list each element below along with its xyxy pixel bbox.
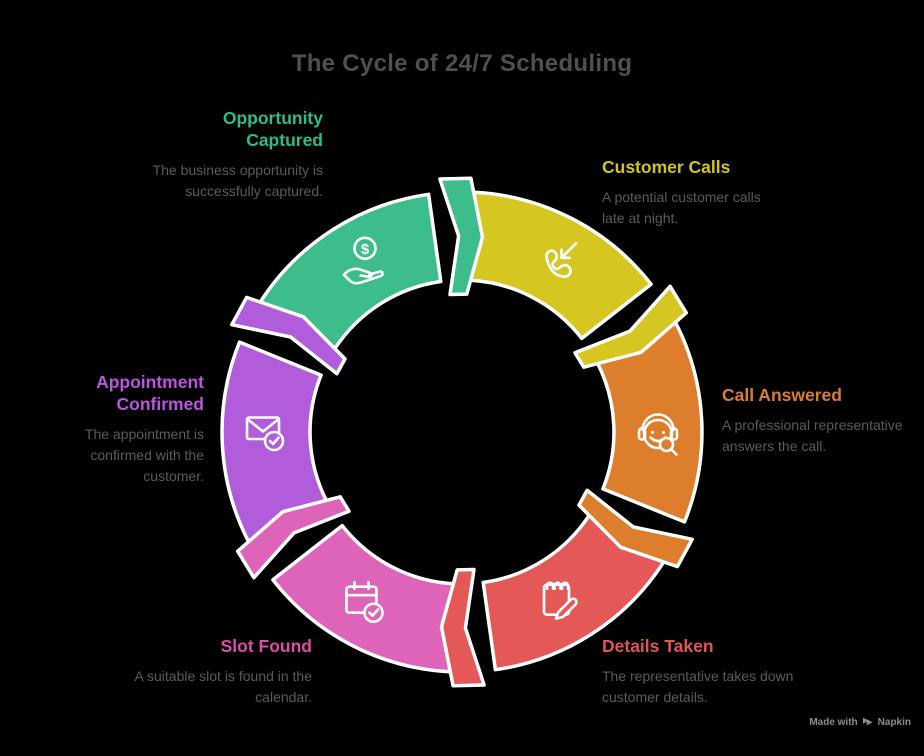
segment-title: Customer Calls — [602, 157, 731, 177]
watermark-brand: Napkin — [877, 716, 911, 728]
segment-description: A professional representative answers th… — [722, 417, 903, 455]
segment-description: The business opportunity is successfully… — [152, 162, 323, 200]
segment-arrow-appointment-confirmed — [230, 295, 347, 376]
segment-title: Appointment Confirmed — [96, 372, 204, 415]
napkin-logo-icon — [862, 717, 873, 726]
segment-arc-opportunity-captured — [258, 192, 443, 351]
segment-title: Call Answered — [722, 385, 842, 405]
segment-label-slot-found: Slot Found A suitable slot is found in t… — [107, 635, 312, 708]
segment-description: A suitable slot is found in the calendar… — [134, 668, 312, 706]
segment-label-opportunity-captured: Opportunity Captured The business opport… — [151, 107, 323, 202]
segment-label-details-taken: Details Taken The representative takes d… — [602, 635, 807, 708]
segment-arc-slot-found — [271, 523, 456, 674]
segment-label-call-answered: Call Answered A professional representat… — [722, 384, 904, 457]
segment-title: Opportunity Captured — [222, 108, 323, 151]
segment-title: Slot Found — [220, 636, 312, 656]
watermark-prefix: Made with — [809, 716, 858, 728]
segment-label-appointment-confirmed: Appointment Confirmed The appointment is… — [34, 371, 204, 487]
page-title: The Cycle of 24/7 Scheduling — [291, 50, 633, 77]
segment-arrow-call-answered — [577, 488, 694, 569]
made-with-napkin-watermark: Made with Napkin — [809, 716, 911, 728]
segment-label-customer-calls: Customer Calls A potential customer call… — [602, 156, 777, 229]
segment-arc-details-taken — [481, 513, 666, 672]
segment-title: Details Taken — [602, 636, 714, 656]
segment-arrow-customer-calls — [573, 284, 689, 369]
segment-description: The appointment is confirmed with the cu… — [84, 426, 204, 485]
segment-arrow-opportunity-captured — [438, 176, 485, 297]
segment-description: A potential customer calls late at night… — [602, 189, 761, 227]
segment-arrow-slot-found — [235, 495, 351, 580]
segment-arrow-details-taken — [439, 567, 486, 688]
segment-description: The representative takes down customer d… — [602, 668, 794, 706]
